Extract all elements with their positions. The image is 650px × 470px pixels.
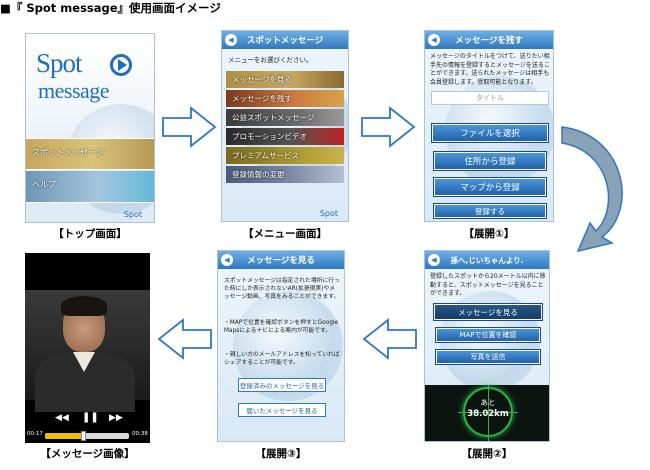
back-icon[interactable]: ◀ [221,254,233,266]
received-messages-button[interactable]: 届いたメッセージを見る [238,403,326,417]
menu-item-leave-message[interactable]: メッセージを残す [226,90,344,107]
back-icon[interactable]: ◀ [428,34,440,46]
menu-item-label: 登録情報の変更 [232,170,285,179]
arrow-left-1 [362,318,417,360]
menu-header: ◀ スポットメッセージ [222,31,348,49]
spot-message-label: スポットメッセージ [32,148,104,157]
nearby-description: 登録したスポットから20メートル以内に移動すると、スポットメッセージを見ることが… [430,273,546,297]
caption-menu: 【メニュー画面】 [243,228,327,240]
nearby-header: ◀ 孫へ,じいちゃんより. [425,251,549,269]
logo-play-icon [110,54,132,76]
view-message-label: メッセージを見る [458,307,518,317]
menu-item-view-message[interactable]: メッセージを見る [226,71,344,88]
arrow-curved-down [561,126,623,253]
nearby-screen: ◀ 孫へ,じいちゃんより. 登録したスポットから20メートル以内に移動すると、スポ… [424,250,550,442]
progress-track[interactable] [45,431,129,441]
register-by-map-button[interactable]: マップから登録 [433,177,547,197]
leave-header: ◀ メッセージを残す [425,31,553,49]
register-by-map-label: マップから登録 [460,183,520,193]
select-file-label: ファイルを選択 [460,129,520,139]
received-messages-label: 届いたメッセージを見る [246,407,318,415]
leave-header-title: メッセージを残す [455,36,523,46]
caption-view: 【展開③】 [255,448,307,460]
view-message-screen: ◀ メッセージを見る スポットメッセージは指定された場所に行った時にしか表示されな… [217,250,345,442]
caption-leave: 【展開①】 [463,228,515,240]
register-by-address-label: 住所から登録 [464,157,516,167]
register-by-address-button[interactable]: 住所から登録 [433,151,547,171]
select-file-button[interactable]: ファイルを選択 [431,123,549,143]
map-confirm-button[interactable]: MAPで位置を確認 [435,327,541,343]
help-label: ヘルプ [32,180,56,189]
caption-video: 【メッセージ画像】 [40,448,135,460]
video-player: ◀◀ ❚❚ ▶▶ 00:17 00:38 [25,253,150,443]
view-message-button[interactable]: メッセージを見る [433,303,543,321]
back-icon[interactable]: ◀ [225,34,237,46]
time-total: 00:38 [132,431,148,437]
menu-item-edit-info[interactable]: 登録情報の変更 [226,166,344,183]
menu-instruction: メニューをお選びください。 [228,56,313,64]
leave-description: メッセージのタイトルをつけて、送りたい相手先の情報を登録するとメッセージを送るこ… [430,53,550,86]
arrow-right-1 [162,106,217,148]
logo-play-triangle [118,59,127,71]
menu-screen: ◀ スポットメッセージ メニューをお選びください。 メッセージを見る メッセージを… [221,30,349,222]
radar-panel: あと 38.02km [425,385,549,441]
time-current: 00:17 [27,431,43,437]
spot-message-button[interactable]: スポットメッセージ [26,138,154,170]
caption-top: 【トップ画面】 [53,228,127,240]
register-button[interactable]: 登録する [433,203,547,219]
back-icon[interactable]: ◀ [428,254,440,266]
view-header: ◀ メッセージを見る [218,251,344,269]
footer-logo: Spot [319,209,338,218]
video-frame [25,290,150,412]
view-header-title: メッセージを見る [247,256,315,266]
registered-messages-label: 登録済みのメッセージを見る [239,382,325,390]
progress-knob[interactable] [80,431,86,441]
logo-message: message [38,78,110,103]
menu-item-premium[interactable]: プレミアムサービス [226,147,344,164]
send-photo-label: 写真を送信 [470,353,506,361]
progress-fill [45,433,83,439]
person-hair [61,296,107,316]
radar-distance: 38.02km [467,409,509,419]
map-confirm-label: MAPで位置を確認 [459,331,517,339]
pause-icon[interactable]: ❚❚ [82,412,99,423]
footer-logo: Spot [123,210,142,219]
radar-crosshair-v [488,385,489,441]
menu-item-public-spot[interactable]: 公益スポットメッセージ [226,109,344,126]
nearby-header-title: 孫へ,じいちゃんより. [450,255,524,265]
rewind-icon[interactable]: ◀◀ [55,413,69,423]
title-input[interactable]: タイトル [431,91,549,105]
registered-messages-button[interactable]: 登録済みのメッセージを見る [238,378,326,392]
title-placeholder: タイトル [476,94,504,102]
radar-label: あと [480,398,496,407]
send-photo-button[interactable]: 写真を送信 [435,349,541,365]
top-screen: Spot message スポットメッセージ ヘルプ Spot [25,33,155,223]
menu-item-label: プレミアムサービス [232,151,299,160]
page-title: ■『 Spot message』使用画面イメージ [0,1,221,15]
leave-message-screen: ◀ メッセージを残す メッセージのタイトルをつけて、送りたい相手先の情報を登録する… [424,30,554,222]
menu-item-label: 公益スポットメッセージ [232,113,315,122]
view-paragraph-3: ・親しい方のメールアドレスを知っていればシェアすることが可能です。 [224,352,340,366]
register-label: 登録する [475,206,505,216]
menu-item-label: メッセージを残す [232,94,292,103]
logo-spot: Spot [36,48,83,78]
view-paragraph-1: スポットメッセージは指定された場所に行った時にしか表示されないAR(拡張現実)や… [224,278,340,300]
arrow-right-2 [361,106,416,148]
arrow-left-2 [157,318,212,360]
forward-icon[interactable]: ▶▶ [109,413,123,423]
menu-item-label: メッセージを見る [232,75,292,84]
menu-item-promo-video[interactable]: プロモーションビデオ [226,128,344,145]
view-paragraph-2: ・MAPで位置を確認ボタンを押すとGoogle Mapsによるナビによる案内が可… [224,320,339,334]
caption-nearby: 【展開②】 [461,448,513,460]
menu-header-title: スポットメッセージ [246,36,324,46]
menu-item-label: プロモーションビデオ [232,132,307,141]
help-button[interactable]: ヘルプ [26,171,154,203]
